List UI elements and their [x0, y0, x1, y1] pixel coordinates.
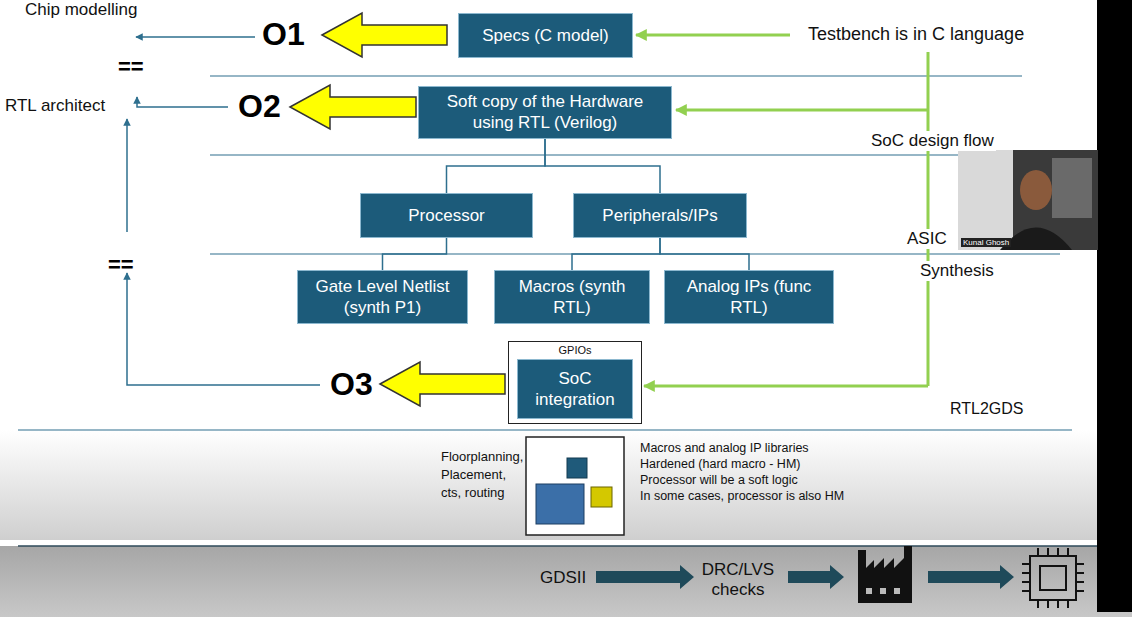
tree-connector — [660, 238, 749, 270]
node-text: Soft copy of the Hardware using RTL (Ver… — [427, 91, 663, 134]
node-text: Macros (synth RTL) — [503, 276, 641, 319]
chip-icon — [1022, 548, 1084, 608]
process-box: Macros (synth RTL) — [494, 270, 650, 324]
node-text: GPIOs — [509, 344, 641, 356]
section-label: ASIC — [905, 229, 949, 249]
tree-connector — [383, 238, 447, 270]
node-text: Specs (C model) — [482, 25, 609, 46]
soc-frame: GPIOsSoC integration — [508, 341, 642, 424]
stage-label: DRC/LVS checks — [700, 560, 776, 600]
node-text: Gate Level Netlist (synth P1) — [306, 276, 459, 319]
feedback-lines — [127, 37, 320, 385]
tree-connector — [545, 139, 660, 194]
section-label: RTL architect — [5, 96, 105, 116]
fade-ground — [0, 430, 1132, 540]
process-box: SoC integration — [517, 359, 633, 419]
bottom-band — [0, 546, 1132, 617]
presenter-name: Kunal Ghosh — [961, 238, 1011, 247]
tree-connector — [447, 139, 546, 194]
callout-number: O2 — [238, 88, 281, 125]
factory-icon — [858, 546, 912, 603]
tree-connector — [572, 238, 660, 270]
callout-number: O1 — [262, 16, 305, 53]
screen-edge — [1097, 0, 1132, 612]
note-text: Processor will be a soft logic — [640, 473, 798, 487]
section-label: Synthesis — [918, 261, 996, 281]
floorplan-picture — [526, 437, 624, 535]
node-text: Peripherals/IPs — [602, 205, 717, 226]
note-text: Macros and analog IP libraries — [640, 441, 809, 455]
section-label: SoC design flow — [869, 131, 996, 151]
node-text: Processor — [408, 205, 485, 226]
process-box: Analog IPs (func RTL) — [664, 270, 834, 324]
note-text: Hardened (hard macro - HM) — [640, 457, 800, 471]
equality-mark: == — [118, 54, 144, 80]
process-box: Soft copy of the Hardware using RTL (Ver… — [418, 86, 672, 139]
node-text: SoC integration — [526, 368, 624, 411]
section-label: Chip modelling — [25, 0, 137, 20]
node-text: Analog IPs (func RTL) — [673, 276, 825, 319]
equality-mark: == — [108, 252, 134, 278]
stage-label: GDSII — [540, 568, 586, 588]
note-text: Floorplanning, Placement, cts, routing — [441, 448, 523, 502]
note-text: Testbench is in C language — [808, 24, 1024, 45]
process-box: Processor — [360, 193, 533, 238]
section-rules — [18, 76, 1072, 430]
process-box: Peripherals/IPs — [573, 193, 747, 238]
callout-number: O3 — [330, 366, 373, 403]
process-box: Gate Level Netlist (synth P1) — [297, 270, 468, 324]
video-thumbnail — [958, 150, 1098, 250]
note-text: In some cases, processor is also HM — [640, 489, 844, 503]
flow-arrows — [596, 565, 1014, 589]
process-box: Specs (C model) — [458, 13, 633, 58]
section-label: RTL2GDS — [950, 400, 1024, 418]
